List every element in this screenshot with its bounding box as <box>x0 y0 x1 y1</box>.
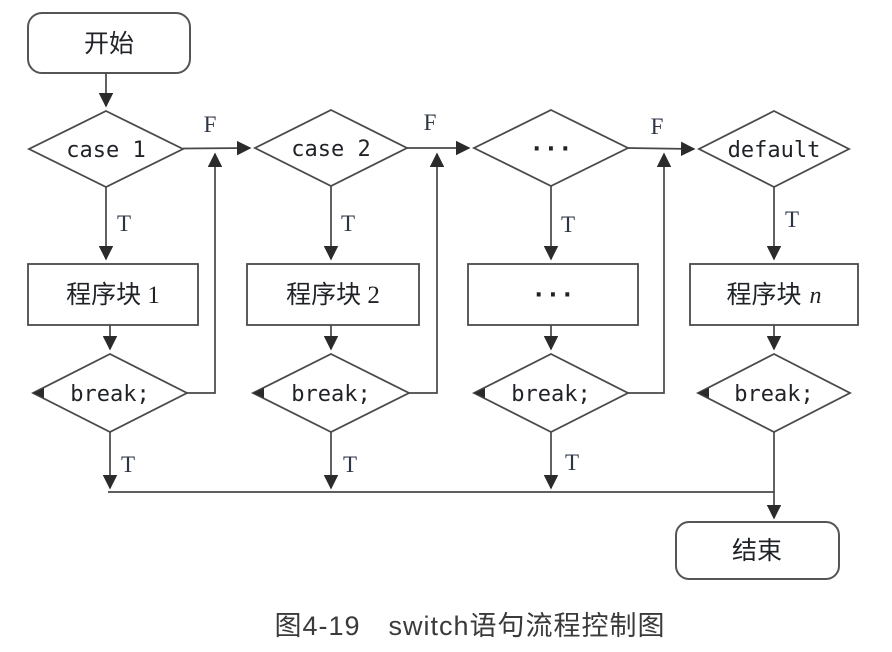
break-2-label: break; <box>291 382 370 407</box>
flowchart-canvas: 开始 结束 case 1 case 2 ··· default 程序块 1 程序… <box>26 12 859 580</box>
block-n-prefix: 程序块 <box>726 281 801 309</box>
block-ellipsis-box <box>467 263 639 326</box>
end-label: 结束 <box>732 537 782 565</box>
true-label-ellipsis: T <box>561 212 575 237</box>
start-node <box>27 12 191 74</box>
true-label-case1: T <box>117 211 131 236</box>
block-2-label: 程序块 2 <box>286 281 380 309</box>
flowchart-figure: 开始 结束 case 1 case 2 ··· default 程序块 1 程序… <box>26 12 859 580</box>
edge-case1-false <box>182 140 252 156</box>
block-1-box <box>27 263 199 326</box>
true-label-default: T <box>785 207 799 232</box>
block-ellipsis-label: ··· <box>534 283 577 308</box>
block-1-label: 程序块 1 <box>66 281 160 309</box>
break-1-label: break; <box>70 382 149 407</box>
false-label-3: F <box>651 114 664 139</box>
case-1-label: case 1 <box>66 138 145 163</box>
case-2-label: case 2 <box>291 137 370 162</box>
true-label-break3: T <box>565 450 579 475</box>
block-n-box <box>689 263 859 326</box>
block-n-label: 程序块 n <box>726 281 821 309</box>
false-label-1: F <box>204 112 217 137</box>
break-4-label: break; <box>734 382 813 407</box>
break-3-label: break; <box>511 382 590 407</box>
return-line-break2 <box>409 152 445 394</box>
return-line-break1 <box>187 152 223 394</box>
false-label-2: F <box>424 110 437 135</box>
break-2-left-arrow-icon <box>253 388 264 398</box>
break-3-left-arrow-icon <box>474 388 485 398</box>
break-1-left-arrow-icon <box>33 388 44 398</box>
true-label-case2: T <box>341 211 355 236</box>
figure-caption: 图4-19 switch语句流程控制图 <box>274 611 666 641</box>
block-2-box <box>246 263 420 326</box>
true-label-break1: T <box>121 452 135 477</box>
case-ellipsis-label: ··· <box>532 137 575 162</box>
end-node <box>675 521 840 580</box>
default-label: default <box>728 138 821 163</box>
return-line-break3 <box>628 152 672 394</box>
edge-ellipsis-false <box>627 141 696 157</box>
true-label-break2: T <box>343 452 357 477</box>
block-n-variable: n <box>810 283 822 309</box>
start-label: 开始 <box>84 30 134 58</box>
break-4-left-arrow-icon <box>698 388 709 398</box>
